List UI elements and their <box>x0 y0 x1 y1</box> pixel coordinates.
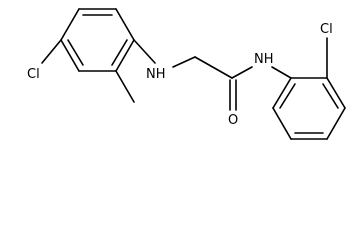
carbonyl-to-amide-bond <box>231 66 253 79</box>
amide-to-ring-bond <box>271 66 292 79</box>
methyl-bond <box>115 70 135 103</box>
double-bond-inner <box>279 83 296 109</box>
left-benzene-ring <box>60 8 135 72</box>
ch2-to-carbonyl-bond <box>194 56 233 79</box>
double-bond-inner <box>111 39 128 66</box>
carbonyl-oxygen-label: O <box>228 113 238 128</box>
double-bond-inner <box>322 83 339 109</box>
amide-label: NH <box>254 52 274 67</box>
chemical-structure: Cl NH O NH Cl <box>27 8 346 140</box>
amine-to-ch2-bond <box>172 56 196 68</box>
bond <box>326 77 346 109</box>
chloro-right-label: Cl <box>320 22 333 37</box>
ring-to-amine-bond <box>133 39 156 64</box>
bond <box>60 8 80 41</box>
bond <box>272 107 292 140</box>
bond <box>326 107 346 140</box>
amine-label: NH <box>146 67 166 82</box>
bond <box>60 39 80 72</box>
double-bond-inner <box>67 39 84 66</box>
bond <box>272 77 292 109</box>
chloro-left-bond <box>41 39 62 64</box>
bond <box>115 39 135 72</box>
right-benzene-ring <box>272 77 346 140</box>
bond <box>115 8 135 41</box>
chloro-left-label: Cl <box>27 67 40 82</box>
